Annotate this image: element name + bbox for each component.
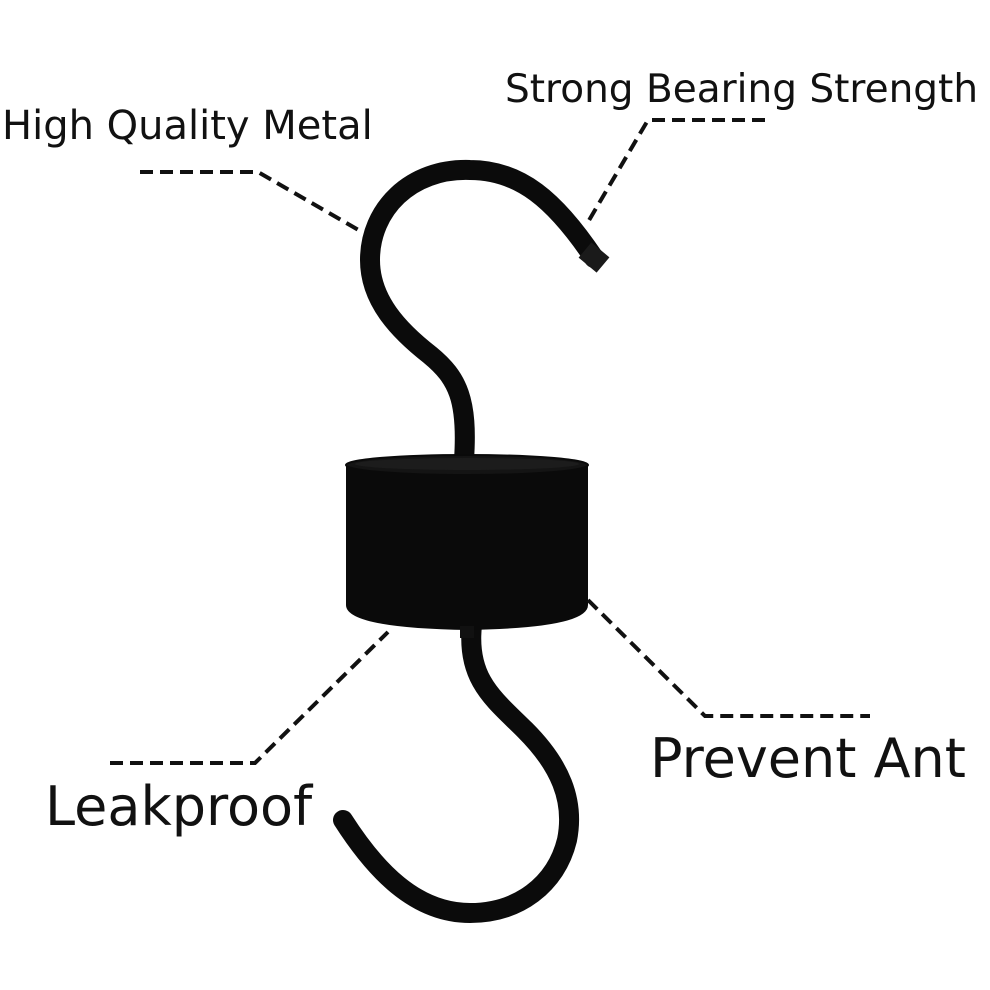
- upper-hook: [359, 159, 610, 470]
- leader-prevent-ant: [586, 598, 870, 718]
- strong-bearing-strength-label: Strong Bearing Strength: [505, 67, 979, 112]
- lower-hook: [333, 615, 580, 924]
- prevent-ant-label: Prevent Ant: [650, 727, 966, 790]
- leader-high-quality-metal: [140, 170, 363, 234]
- high-quality-metal-label: High Quality Metal: [2, 103, 373, 149]
- ant-moat-cup: [345, 454, 589, 638]
- leader-strong-bearing-strength: [586, 118, 765, 224]
- leader-leakproof: [110, 630, 390, 765]
- leakproof-label: Leakproof: [45, 775, 313, 838]
